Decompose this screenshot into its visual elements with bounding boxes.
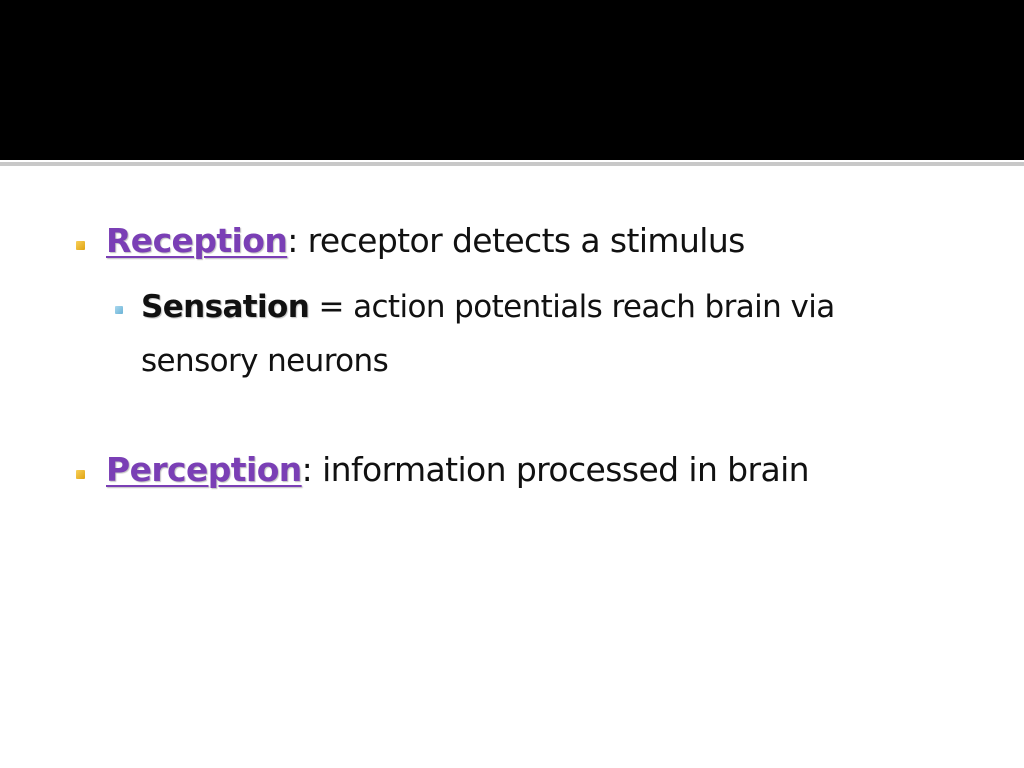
bullet-reception: Reception: receptor detects a stimulus: [76, 221, 745, 268]
term-link-perception[interactable]: Perception: [106, 450, 302, 489]
bullet-text: Perception: information processed in bra…: [106, 443, 810, 497]
title-divider: [0, 162, 1024, 166]
bullet-text: Reception: receptor detects a stimulus: [106, 214, 745, 268]
title-band: [0, 0, 1024, 160]
square-bullet-icon: [76, 241, 85, 250]
sub-bullet-sensation: Sensation = action potentials reach brai…: [115, 289, 921, 388]
bullet-perception: Perception: information processed in bra…: [76, 450, 810, 497]
sub-bullet-description: = action potentials reach brain via sens…: [141, 289, 835, 379]
sub-bullet-text: Sensation = action potentials reach brai…: [141, 280, 921, 388]
term-sensation: Sensation: [141, 289, 310, 325]
term-link-reception[interactable]: Reception: [106, 221, 288, 260]
square-bullet-icon: [115, 306, 123, 314]
bullet-description: : information processed in brain: [301, 450, 810, 489]
square-bullet-icon: [76, 470, 85, 479]
bullet-description: : receptor detects a stimulus: [287, 221, 745, 260]
